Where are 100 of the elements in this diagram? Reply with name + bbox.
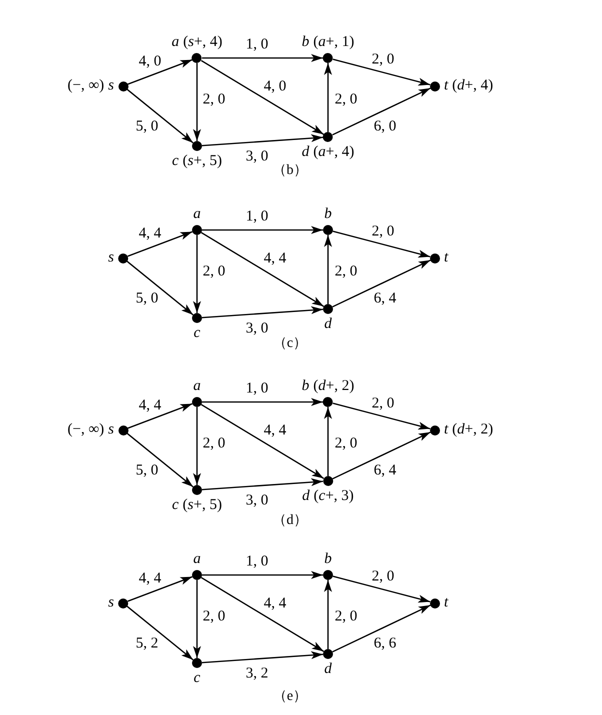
node-name: c [172, 498, 179, 513]
edge-label: 6, 0 [374, 120, 396, 134]
arrow [200, 232, 324, 307]
arrow [193, 235, 201, 313]
figure-caption: （c） [272, 337, 308, 351]
node-name: s [108, 250, 114, 266]
edge-label: 5, 0 [136, 120, 158, 134]
arrow [200, 60, 324, 135]
node-name: d [324, 662, 332, 677]
node-name: a [193, 379, 201, 394]
edge-label: 2, 0 [372, 52, 394, 68]
edge-label: 3, 0 [246, 322, 268, 336]
edge-label: 2, 0 [372, 570, 394, 584]
arrow [202, 478, 324, 490]
arrow [126, 260, 194, 316]
edge-label: 1, 0 [246, 38, 268, 52]
arrow [324, 580, 332, 649]
edge-label: 3, 0 [246, 494, 268, 508]
edge-label: 4, 4 [264, 252, 286, 266]
edge-label: 2, 0 [334, 264, 358, 280]
node-annotation: (−, ∞) [68, 78, 104, 94]
node-name: b [302, 379, 310, 394]
arrow [324, 235, 332, 304]
node-annotation: (s+, 5) [182, 498, 222, 513]
node-annotation: (a+, 1) [313, 35, 354, 50]
arrow [202, 571, 323, 579]
arrow [126, 88, 194, 144]
node-name: c [194, 326, 200, 341]
arrow [193, 580, 201, 658]
edge-label: 2, 0 [372, 396, 394, 412]
arrow [332, 58, 430, 86]
edge-label: 2, 0 [334, 610, 358, 624]
edge-label: 6, 6 [374, 636, 396, 652]
node-name: c [194, 671, 200, 686]
node-name: t [444, 596, 448, 610]
figure-caption: （d） [272, 514, 308, 528]
edge-label: 4, 4 [138, 572, 162, 586]
arrow [127, 231, 193, 257]
arrow [324, 63, 332, 132]
arrow [126, 432, 194, 488]
arrow [202, 54, 323, 62]
node-name: s [108, 422, 114, 438]
node-name: a [172, 35, 180, 50]
edge-label: 6, 4 [374, 292, 396, 306]
node-name: b [324, 207, 332, 222]
edge-label: 1, 0 [246, 554, 268, 570]
edge-label: 1, 0 [246, 382, 268, 396]
edge-label: 2, 0 [202, 264, 226, 280]
arrow [193, 63, 201, 141]
arrow [202, 398, 323, 406]
edge-label: 6, 4 [374, 464, 396, 478]
node-annotation: (−, ∞) [68, 422, 104, 438]
node-name: t [444, 78, 448, 94]
arrow [202, 651, 324, 664]
edge-label: 4, 0 [264, 80, 286, 94]
node-annotation: (d+, 2) [313, 379, 354, 394]
arrow [200, 577, 324, 652]
edge-label: 1, 0 [246, 210, 268, 224]
edge-label: 5, 0 [136, 464, 158, 478]
arrow [202, 226, 323, 234]
node-name: b [302, 35, 310, 50]
node-annotation: (d+, 2) [452, 422, 494, 438]
edge-label: 3, 0 [246, 150, 268, 164]
arrow [202, 306, 324, 318]
node-name: s [108, 78, 114, 94]
arrow [126, 606, 194, 660]
node-name: a [193, 207, 201, 222]
node-name: d [302, 489, 310, 504]
node-name: c [172, 154, 179, 169]
edge-label: 2, 0 [202, 610, 226, 624]
edge-label: 4, 0 [138, 54, 162, 70]
edge-label: 4, 4 [264, 596, 286, 612]
arrow [332, 230, 430, 258]
arrow [202, 134, 324, 146]
arrow [127, 403, 193, 429]
arrow [200, 404, 324, 479]
node-name: t [444, 422, 448, 438]
figure-caption: （e） [272, 690, 308, 704]
node-annotation: (a+, 4) [313, 145, 354, 160]
arrow [332, 432, 431, 480]
node-annotation: (s+, 5) [182, 154, 222, 169]
edge-label: 2, 0 [372, 224, 394, 240]
arrow [127, 576, 193, 602]
arrow [332, 88, 431, 136]
node-name: b [324, 552, 332, 567]
arrow [332, 260, 431, 308]
edge-label: 4, 4 [138, 398, 162, 414]
arrow [332, 604, 431, 652]
edge-label: 3, 2 [246, 666, 268, 682]
node-name: t [444, 250, 448, 266]
node-name: s [108, 596, 114, 610]
figure-caption: （b） [272, 164, 308, 178]
edge-label: 5, 2 [136, 636, 158, 652]
node-name: d [302, 145, 310, 160]
edge-label: 2, 0 [334, 436, 358, 452]
node-name: a [193, 552, 201, 567]
edge-label: 4, 4 [264, 424, 286, 438]
node-annotation: (s+, 4) [183, 35, 222, 50]
edge-label: 4, 4 [138, 226, 162, 242]
node-annotation: (c+, 3) [314, 489, 354, 504]
